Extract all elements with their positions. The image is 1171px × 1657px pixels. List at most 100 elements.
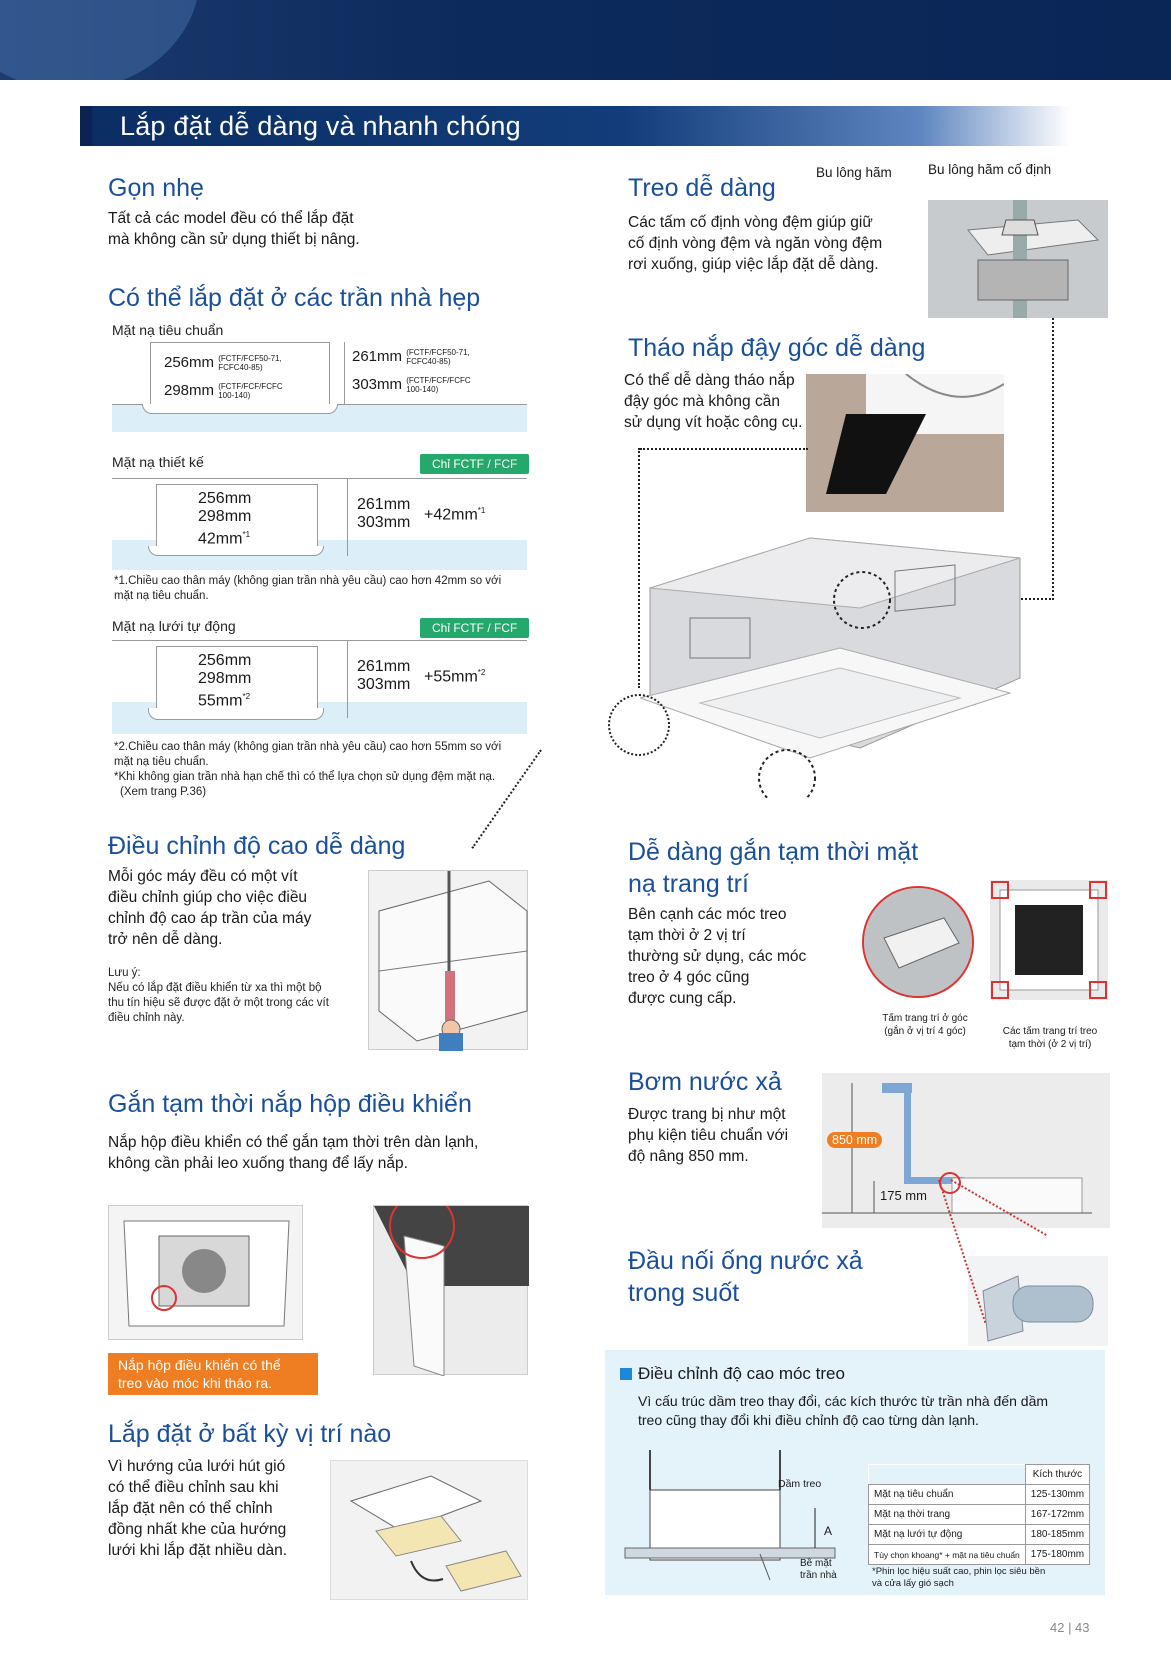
footnote-text: *1.Chiều cao thân máy (không gian trần n… xyxy=(114,575,502,587)
table-cell: Mặt nạ lưới tự động xyxy=(868,1524,1026,1545)
label-standard-mask: Mặt nạ tiêu chuẩn xyxy=(112,322,224,338)
dim-261: 261mm xyxy=(357,658,411,675)
footnote-text: *Phin lọc hiệu suất cao, phin lọc siêu b… xyxy=(872,1566,1046,1577)
text-line: sử dụng vít hoặc công cụ. xyxy=(624,414,803,431)
callout-control-box: Nắp hộp điều khiển có thể treo vào móc k… xyxy=(108,1353,318,1395)
dim-298: 298mm xyxy=(198,508,252,525)
dim-298: 298mm xyxy=(198,670,252,687)
text-line: cố định vòng đệm và ngăn vòng đệm xyxy=(628,235,883,252)
dim-note: FCFC40-85 xyxy=(218,363,260,373)
dim-note: FCTF/FCF50-71, xyxy=(408,348,470,358)
dim-42: 42mm xyxy=(198,530,243,548)
label-text: trần nhà xyxy=(800,1570,837,1581)
table-cell: Mặt nạ tiêu chuẩn xyxy=(868,1484,1026,1505)
diagram-auto-grille: 256mm 298mm 55mm*2 261mm 303mm +55mm*2 xyxy=(112,640,527,734)
diagram-drain-pump xyxy=(822,1073,1110,1228)
text-line: lưới khi lắp đặt nhiều dàn. xyxy=(108,1542,288,1559)
text-line: trở nên dễ dàng. xyxy=(108,931,223,948)
text-line: treo ở 4 góc cũng xyxy=(628,969,750,986)
text-line: được cung cấp. xyxy=(628,990,737,1007)
caption-text: (gắn ở vị trí 4 góc) xyxy=(884,1026,966,1037)
table-cell: 167-172mm xyxy=(1024,1504,1091,1525)
text-line: Các tấm cố định vòng đệm giúp giữ xyxy=(628,214,873,231)
photo-corner-cover xyxy=(806,373,1005,512)
diagram-standard-mask: 256mm (FCTF/FCF50-71,FCFC40-85) 298mm (F… xyxy=(112,342,527,432)
dim-261: 261mm xyxy=(357,496,411,513)
dim-note: 100-140 xyxy=(406,385,436,395)
callout-text: Nắp hộp điều khiển có thể xyxy=(118,1357,281,1373)
banner-title: Lắp đặt dễ dàng và nhanh chóng xyxy=(120,111,521,141)
dim-298: 298mm xyxy=(164,382,215,399)
text-line: Vì hướng của lưới hút gió xyxy=(108,1458,286,1475)
dim-303: 303mm xyxy=(357,676,411,693)
dim-261: 261mm xyxy=(352,348,403,365)
dim-256: 256mm xyxy=(164,354,215,371)
table-header: Kích thước xyxy=(1024,1464,1091,1485)
label-a: A xyxy=(824,1524,833,1538)
heading-line: Đầu nối ống nước xả xyxy=(628,1247,863,1275)
badge-fctf-only: Chỉ FCTF / FCF xyxy=(420,618,530,638)
note-title: Lưu ý: xyxy=(108,967,141,979)
text-line: Được trang bị như một xyxy=(628,1106,786,1123)
text-line: Vì cấu trúc dầm treo thay đổi, các kích … xyxy=(638,1393,1049,1409)
heading-moc-treo: Điều chỉnh độ cao móc treo xyxy=(638,1364,845,1383)
text-line: Có thể dễ dàng tháo nắp xyxy=(624,372,795,389)
dim-note: FCTF/FCF/FCFC xyxy=(220,382,283,392)
footnote-mark: *2 xyxy=(477,668,486,677)
caption-text: Tấm trang trí ở góc xyxy=(882,1013,968,1024)
illustration-control-box-hook xyxy=(373,1193,529,1377)
label-dam-treo: Dầm treo xyxy=(778,1478,822,1490)
photo-bolt xyxy=(928,200,1108,318)
footnote-text: *2.Chiều cao thân máy (không gian trần n… xyxy=(114,741,502,753)
top-header-bar xyxy=(0,0,1171,80)
heading-gan-mat-na: Dễ dàng gắn tạm thời mặt nạ trang trí xyxy=(628,836,918,900)
dim-plus-55: +55mm xyxy=(424,668,478,686)
label-bolt: Bu lông hãm xyxy=(816,165,892,180)
text-line: độ nâng 850 mm. xyxy=(628,1148,749,1165)
footnote-mark: *1 xyxy=(242,530,251,539)
footnote-text: mặt nạ tiêu chuẩn. xyxy=(114,590,209,602)
illustration-height-adjust xyxy=(368,870,528,1051)
label-auto-grille: Mặt nạ lưới tự động xyxy=(112,618,236,634)
text-line: đồng nhất khe của hướng xyxy=(108,1521,287,1538)
caption-text: tạm thời (ở 2 vị trí) xyxy=(1008,1039,1092,1050)
photo-corner-hook xyxy=(862,886,974,998)
table-cell: Mặt nạ thời trang xyxy=(868,1504,1026,1525)
text-line: Mỗi góc máy đều có một vít xyxy=(108,868,298,885)
illustration-cassette-unit xyxy=(638,528,1030,807)
heading-dieu-chinh: Điều chỉnh độ cao dễ dàng xyxy=(108,832,406,860)
caption-text: Các tấm trang trí treo xyxy=(1002,1026,1098,1037)
heading-tran-hep: Có thể lắp đặt ở các trần nhà hẹp xyxy=(108,284,481,312)
heading-line: Dễ dàng gắn tạm thời mặt xyxy=(628,838,919,866)
dim-303: 303mm xyxy=(352,376,403,393)
heading-line: trong suốt xyxy=(628,1279,740,1307)
dim-55: 55mm xyxy=(198,692,243,710)
text-line: thường sử dụng, các móc xyxy=(628,948,807,965)
section-banner: Lắp đặt dễ dàng và nhanh chóng xyxy=(80,106,1070,146)
dim-note: FCTF/FCF50-71, xyxy=(220,354,282,364)
text-line: có thể điều chỉnh sau khi xyxy=(108,1479,279,1496)
label-design-mask: Mặt nạ thiết kế xyxy=(112,454,204,470)
heading-thao-nap: Tháo nắp đậy góc dễ dàng xyxy=(628,334,926,362)
text-line: không cần phải leo xuống thang để lấy nắ… xyxy=(108,1155,408,1172)
text-line: rơi xuống, giúp việc lắp đặt dễ dàng. xyxy=(628,256,879,273)
photo-drain-connector xyxy=(968,1256,1108,1346)
note-text: Nếu có lắp đặt điều khiển từ xa thì một … xyxy=(108,982,322,994)
dim-256: 256mm xyxy=(198,652,252,669)
label-text: Bề mặt xyxy=(800,1558,832,1569)
heading-line: nạ trang trí xyxy=(628,870,749,898)
heading-dau-noi: Đầu nối ống nước xả trong suốt xyxy=(628,1245,863,1309)
heading-bom: Bơm nước xả xyxy=(628,1068,782,1096)
badge-fctf-only: Chỉ FCTF / FCF xyxy=(420,454,530,474)
illustration-grille-direction xyxy=(330,1460,528,1600)
footnote-text: và cửa lấy gió sạch xyxy=(872,1578,954,1589)
text-line: đậy góc mà không cần xyxy=(624,393,780,410)
callout-text: treo vào móc khi tháo ra. xyxy=(118,1375,273,1391)
label-fixing-bolt: Bu lông hãm cố định xyxy=(928,162,1052,177)
text-line: điều chỉnh giúp cho việc điều xyxy=(108,889,308,906)
table-cell: Tùy chọn khoang* + mặt nạ tiêu chuẩn xyxy=(868,1544,1026,1565)
heading-gon-nhe: Gọn nhẹ xyxy=(108,174,204,202)
